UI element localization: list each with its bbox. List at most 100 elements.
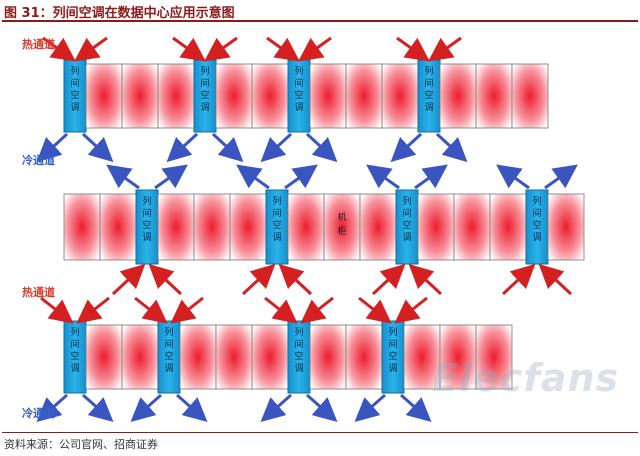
- cold-air-arrow: [260, 393, 292, 422]
- inrow-ac-label: 列: [532, 195, 541, 207]
- hot-air-arrow: [538, 263, 573, 296]
- inrow-ac-label: 空: [142, 219, 151, 231]
- cold-air-arrow: [176, 393, 208, 422]
- cold-air-arrow: [36, 393, 68, 422]
- server-rack: [453, 193, 491, 261]
- inrow-ac-label: 间: [164, 338, 173, 350]
- inrow-ac-label: 间: [200, 77, 209, 89]
- aisle-label-cold-2: 冷通道: [22, 406, 55, 420]
- inrow-ac-label: 空: [272, 219, 281, 231]
- cold-air-arrow: [366, 164, 400, 190]
- cold-air-arrow: [82, 393, 114, 422]
- inrow-ac-label: 间: [388, 338, 397, 350]
- hot-air-arrow: [428, 36, 462, 62]
- datacenter-diagram: 列间空调列间空调列间空调列间空调列间空调列间空调机柜列间空调列间空调列间空调列间…: [22, 36, 585, 422]
- server-rack: [229, 193, 267, 261]
- server-rack: [85, 63, 123, 129]
- inrow-ac-label: 间: [272, 207, 281, 219]
- inrow-ac-label: 列: [294, 65, 303, 77]
- hot-air-arrow: [42, 36, 76, 62]
- inrow-ac-label: 空: [402, 219, 411, 231]
- inrow-ac-label: 空: [294, 89, 303, 101]
- hot-air-arrow: [501, 263, 536, 296]
- cold-air-arrow: [211, 132, 244, 163]
- inrow-ac-label: 空: [294, 350, 303, 362]
- inrow-ac-label: 调: [200, 102, 209, 113]
- inrow-ac-label: 空: [70, 350, 79, 362]
- hot-air-arrow: [298, 36, 332, 62]
- inrow-ac-label: 间: [70, 338, 79, 350]
- inrow-ac-label: 调: [70, 102, 79, 113]
- inrow-ac-label: 调: [532, 232, 541, 243]
- inrow-ac-label: 空: [200, 89, 209, 101]
- cold-air-arrow: [154, 164, 188, 190]
- cold-air-arrow: [414, 164, 448, 190]
- inrow-ac-label: 间: [402, 207, 411, 219]
- hot-air-arrow: [40, 296, 74, 324]
- cold-air-arrow: [306, 393, 338, 422]
- hot-air-arrow: [264, 296, 298, 324]
- inrow-ac-label: 列: [70, 326, 79, 338]
- inrow-ac-label: 列: [272, 195, 281, 207]
- inrow-ac-label: 调: [272, 232, 281, 243]
- server-rack: [179, 324, 217, 390]
- inrow-ac-label: 调: [142, 232, 151, 243]
- cold-air-arrow: [106, 164, 140, 190]
- hot-air-arrow: [408, 263, 443, 296]
- hot-air-arrow: [172, 36, 206, 62]
- cold-air-arrow: [81, 132, 114, 163]
- inrow-ac-label: 列: [70, 65, 79, 77]
- hot-air-arrow: [266, 36, 300, 62]
- source-divider: [2, 432, 638, 433]
- server-rack: [99, 193, 137, 261]
- inrow-ac-label: 空: [424, 89, 433, 101]
- server-rack: [215, 324, 253, 390]
- server-rack: [489, 193, 527, 261]
- watermark-logo: Elecfans: [432, 356, 620, 400]
- cold-air-arrow: [284, 164, 318, 190]
- hot-air-arrow: [134, 296, 168, 324]
- inrow-ac-label: 列: [294, 326, 303, 338]
- cold-air-arrow: [435, 132, 468, 163]
- server-rack: [309, 63, 347, 129]
- server-rack: [381, 63, 419, 129]
- inrow-ac-label: 间: [532, 207, 541, 219]
- server-rack: [121, 63, 159, 129]
- server-rack: [251, 324, 289, 390]
- server-rack: [121, 324, 159, 390]
- inrow-ac-label: 列: [388, 326, 397, 338]
- server-rack: [511, 63, 549, 129]
- inrow-ac-label: 间: [294, 77, 303, 89]
- inrow-ac-label: 间: [142, 207, 151, 219]
- inrow-ac-label: 列: [424, 65, 433, 77]
- inrow-ac-label: 调: [402, 232, 411, 243]
- inrow-ac-label: 调: [164, 363, 173, 374]
- server-rack: [439, 63, 477, 129]
- aisle-label-hot-2: 热通道: [22, 285, 55, 299]
- server-rack: [403, 324, 441, 390]
- hot-air-arrow: [396, 36, 430, 62]
- inrow-ac-label: 调: [388, 363, 397, 374]
- cold-air-arrow: [130, 393, 162, 422]
- inrow-ac-label: 间: [70, 77, 79, 89]
- server-rack: [157, 193, 195, 261]
- server-rack: [475, 63, 513, 129]
- hot-air-arrow: [394, 296, 428, 324]
- inrow-ac-label: 空: [532, 219, 541, 231]
- hot-air-arrow: [74, 36, 108, 62]
- hot-air-arrow: [111, 263, 146, 296]
- hot-air-arrow: [76, 296, 110, 324]
- server-rack: [345, 324, 383, 390]
- hot-air-arrow: [358, 296, 392, 324]
- server-rack: [547, 193, 585, 261]
- rack-label: 机: [337, 211, 346, 223]
- hot-air-arrow: [371, 263, 406, 296]
- inrow-ac-label: 空: [70, 89, 79, 101]
- inrow-ac-label: 列: [142, 195, 151, 207]
- inrow-ac-label: 调: [70, 363, 79, 374]
- cold-air-arrow: [305, 132, 338, 163]
- inrow-ac-label: 列: [164, 326, 173, 338]
- hot-air-arrow: [148, 263, 183, 296]
- source-note: 资料来源：公司官网、招商证券: [4, 438, 158, 451]
- cold-air-arrow: [496, 164, 530, 190]
